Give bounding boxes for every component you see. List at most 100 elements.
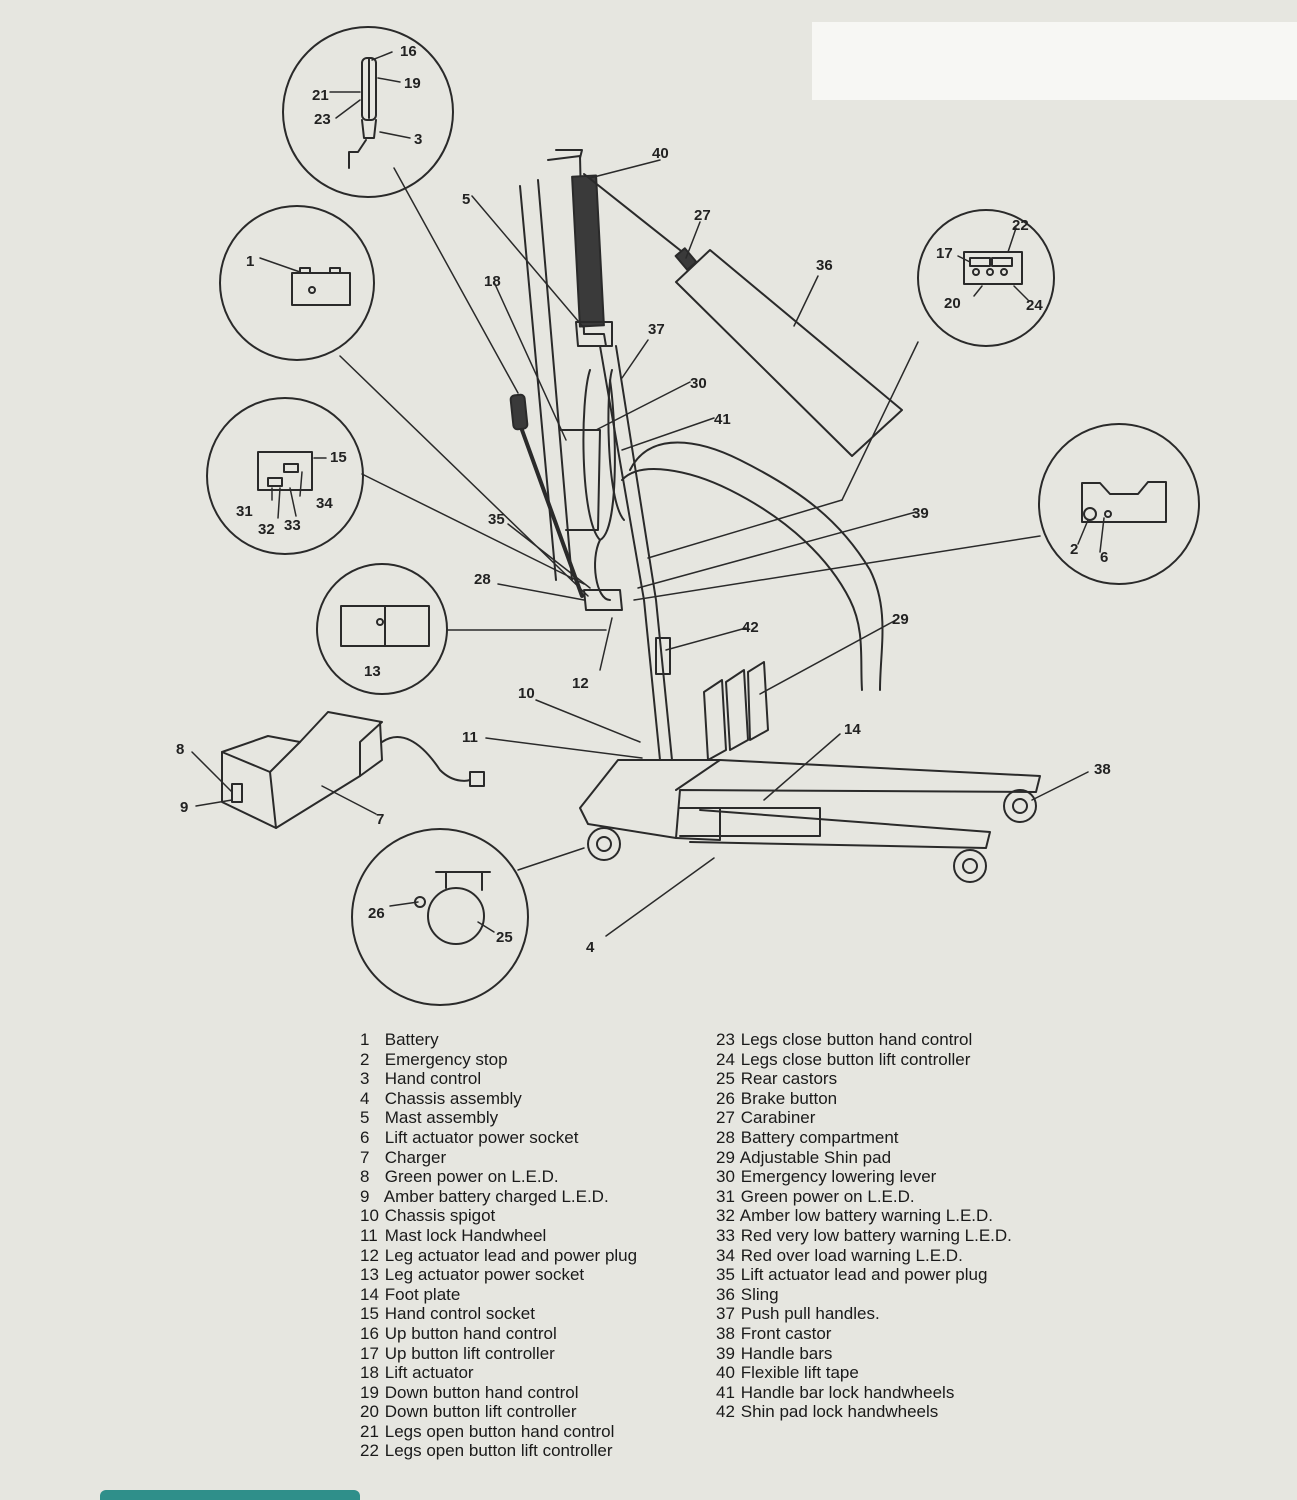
- part-number: 33: [716, 1225, 735, 1245]
- part-description: Handle bar lock handwheels: [740, 1382, 955, 1402]
- part-number: 14: [360, 1284, 379, 1304]
- callout-1: 1: [246, 253, 254, 270]
- chassis-base: [579, 759, 1041, 883]
- parts-list-item: 5 Mast assembly: [360, 1108, 637, 1128]
- callout-labels: 16 19 21 23 3 1 15 34 31 32 33 13 5 18 4…: [176, 43, 1111, 956]
- parts-list-item: 2 Emergency stop: [360, 1050, 637, 1070]
- part-number: 30: [716, 1167, 735, 1187]
- detail-control-panel: [206, 397, 364, 555]
- parts-list-item: 7 Charger: [360, 1148, 637, 1168]
- part-number: 4: [360, 1088, 370, 1108]
- callout-33: 33: [284, 517, 301, 534]
- part-description: Lift actuator: [384, 1363, 474, 1383]
- part-description: Leg actuator power socket: [384, 1265, 585, 1285]
- part-number: 16: [360, 1323, 379, 1343]
- callout-25: 25: [496, 929, 513, 946]
- parts-list-item: 11 Mast lock Handwheel: [360, 1226, 637, 1246]
- callout-28: 28: [474, 571, 491, 588]
- callout-21: 21: [312, 87, 329, 104]
- part-description: Emergency lowering lever: [740, 1167, 937, 1187]
- part-number: 28: [716, 1127, 735, 1147]
- part-description: Lift actuator power socket: [384, 1127, 579, 1147]
- callout-34: 34: [316, 495, 333, 512]
- parts-list-item: 32 Amber low battery warning L.E.D.: [716, 1206, 1012, 1226]
- lift-exploded-diagram: 16 19 21 23 3 1 15 34 31 32 33 13 5 18 4…: [176, 26, 1200, 1006]
- parts-list-item: 24 Legs close button lift controller: [716, 1050, 1012, 1070]
- parts-list-item: 30 Emergency lowering lever: [716, 1167, 1012, 1187]
- parts-list-item: 26 Brake button: [716, 1089, 1012, 1109]
- detail-emergency-stop: [1038, 423, 1200, 585]
- parts-list-item: 22 Legs open button lift controller: [360, 1441, 637, 1461]
- part-description: Green power on L.E.D.: [384, 1167, 559, 1187]
- part-number: 7: [360, 1147, 370, 1167]
- part-number: 40: [716, 1363, 735, 1383]
- part-number: 32: [716, 1206, 735, 1226]
- part-description: Amber battery charged L.E.D.: [383, 1186, 609, 1206]
- sling-and-tape: [583, 173, 903, 457]
- parts-list-item: 35 Lift actuator lead and power plug: [716, 1265, 1012, 1285]
- parts-list-item: 21 Legs open button hand control: [360, 1422, 637, 1442]
- callout-6: 6: [1100, 549, 1108, 566]
- part-number: 8: [360, 1167, 370, 1187]
- part-description: Push pull handles.: [740, 1304, 880, 1324]
- callout-15: 15: [330, 449, 347, 466]
- parts-list-item: 8 Green power on L.E.D.: [360, 1167, 637, 1187]
- part-number: 10: [360, 1206, 379, 1226]
- part-description: Green power on L.E.D.: [740, 1186, 915, 1206]
- parts-list-item: 16 Up button hand control: [360, 1324, 637, 1344]
- part-description: Battery compartment: [740, 1127, 899, 1147]
- callout-13: 13: [364, 663, 381, 680]
- part-description: Mast lock Handwheel: [384, 1225, 547, 1245]
- part-description: Amber low battery warning L.E.D.: [739, 1206, 994, 1226]
- callout-8: 8: [176, 741, 184, 758]
- hand-control-handset: [509, 393, 584, 598]
- part-number: 19: [360, 1382, 379, 1402]
- callout-18: 18: [484, 273, 501, 290]
- parts-list-item: 18 Lift actuator: [360, 1363, 637, 1383]
- detail-battery: [219, 205, 375, 361]
- parts-list-item: 4 Chassis assembly: [360, 1089, 637, 1109]
- part-number: 21: [360, 1421, 379, 1441]
- part-number: 34: [716, 1245, 735, 1265]
- callout-42: 42: [742, 619, 759, 636]
- callout-41: 41: [714, 411, 731, 428]
- part-number: 26: [716, 1088, 735, 1108]
- callout-30: 30: [690, 375, 707, 392]
- callout-19: 19: [404, 75, 421, 92]
- parts-list-item: 15 Hand control socket: [360, 1304, 637, 1324]
- part-description: Adjustable Shin pad: [739, 1147, 892, 1167]
- part-number: 37: [716, 1304, 735, 1324]
- callout-2: 2: [1070, 541, 1078, 558]
- parts-list-item: 19 Down button hand control: [360, 1383, 637, 1403]
- callout-36: 36: [816, 257, 833, 274]
- detail-hand-control: [282, 26, 454, 198]
- callout-4: 4: [586, 939, 595, 956]
- shin-pad: [655, 637, 769, 761]
- parts-list-item: 25 Rear castors: [716, 1069, 1012, 1089]
- parts-list-item: 1 Battery: [360, 1030, 637, 1050]
- part-description: Down button hand control: [384, 1382, 579, 1402]
- parts-list-item: 40 Flexible lift tape: [716, 1363, 1012, 1383]
- part-description: Legs open button lift controller: [384, 1441, 613, 1461]
- callout-22: 22: [1012, 217, 1029, 234]
- part-number: 27: [716, 1108, 735, 1128]
- part-description: Hand control: [384, 1069, 482, 1089]
- part-description: Brake button: [740, 1088, 838, 1108]
- part-description: Leg actuator lead and power plug: [384, 1245, 638, 1265]
- part-description: Handle bars: [740, 1343, 833, 1363]
- parts-list-item: 23 Legs close button hand control: [716, 1030, 1012, 1050]
- part-number: 13: [360, 1265, 379, 1285]
- callout-31: 31: [236, 503, 253, 520]
- part-number: 29: [716, 1147, 735, 1167]
- callout-27: 27: [694, 207, 711, 224]
- part-number: 22: [360, 1441, 379, 1461]
- part-description: Legs close button hand control: [740, 1030, 973, 1049]
- parts-list-item: 33 Red very low battery warning L.E.D.: [716, 1226, 1012, 1246]
- callout-20: 20: [944, 295, 961, 312]
- callout-40: 40: [652, 145, 669, 162]
- parts-list-item: 12 Leg actuator lead and power plug: [360, 1246, 637, 1266]
- part-description: Foot plate: [384, 1284, 461, 1304]
- callout-32: 32: [258, 521, 275, 538]
- callout-26: 26: [368, 905, 385, 922]
